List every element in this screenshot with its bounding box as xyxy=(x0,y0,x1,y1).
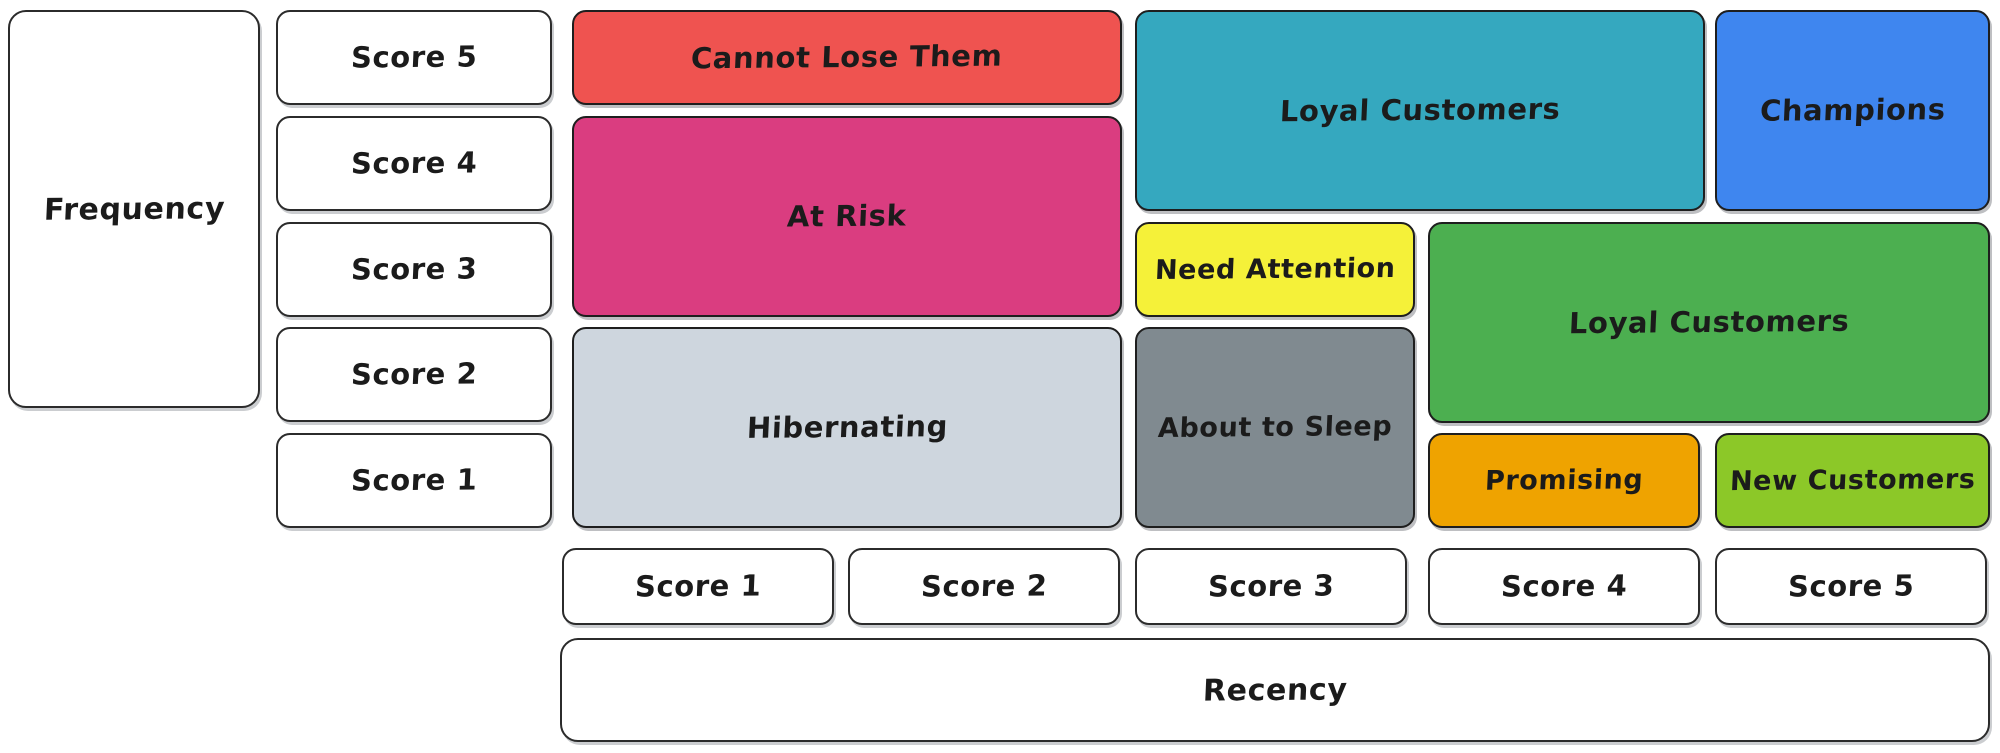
frequency-score-3[interactable]: Score 3 xyxy=(276,222,552,317)
segment-champions[interactable]: Champions xyxy=(1715,10,1990,211)
frequency-score-3-label: Score 3 xyxy=(350,250,479,287)
segment-about-to-sleep-label: About to Sleep xyxy=(1157,410,1393,444)
segment-need-attention[interactable]: Need Attention xyxy=(1135,222,1415,317)
frequency-score-4-label: Score 4 xyxy=(350,144,479,181)
frequency-axis-label: Frequency xyxy=(42,190,226,228)
frequency-score-1-label: Score 1 xyxy=(350,461,479,498)
frequency-axis-label-box: Frequency xyxy=(8,10,260,408)
frequency-score-2-label: Score 2 xyxy=(350,355,479,392)
recency-score-4-label: Score 4 xyxy=(1500,567,1629,604)
segment-at-risk[interactable]: At Risk xyxy=(572,116,1122,317)
segment-loyal-customers-green[interactable]: Loyal Customers xyxy=(1428,222,1990,423)
recency-axis-label-box: Recency xyxy=(560,638,1990,742)
recency-score-5[interactable]: Score 5 xyxy=(1715,548,1987,625)
segment-loyal-customers-teal-label: Loyal Customers xyxy=(1279,91,1562,128)
segment-cannot-lose-them[interactable]: Cannot Lose Them xyxy=(572,10,1122,105)
recency-score-5-label: Score 5 xyxy=(1787,567,1916,604)
recency-score-2-label: Score 2 xyxy=(920,567,1049,604)
segment-new-customers[interactable]: New Customers xyxy=(1715,433,1990,528)
recency-axis-label: Recency xyxy=(1201,671,1349,709)
recency-score-3[interactable]: Score 3 xyxy=(1135,548,1407,625)
segment-about-to-sleep[interactable]: About to Sleep xyxy=(1135,327,1415,528)
segment-hibernating[interactable]: Hibernating xyxy=(572,327,1122,528)
segment-hibernating-label: Hibernating xyxy=(745,408,949,445)
frequency-score-1[interactable]: Score 1 xyxy=(276,433,552,528)
segment-champions-label: Champions xyxy=(1758,91,1947,128)
segment-cannot-lose-them-label: Cannot Lose Them xyxy=(690,38,1004,75)
segment-promising-label: Promising xyxy=(1484,463,1644,497)
frequency-score-5-label: Score 5 xyxy=(350,38,479,75)
frequency-score-2[interactable]: Score 2 xyxy=(276,327,552,422)
recency-score-4[interactable]: Score 4 xyxy=(1428,548,1700,625)
recency-score-1-label: Score 1 xyxy=(634,567,763,604)
frequency-score-4[interactable]: Score 4 xyxy=(276,116,552,211)
recency-score-3-label: Score 3 xyxy=(1207,567,1336,604)
segment-new-customers-label: New Customers xyxy=(1729,463,1976,497)
segment-loyal-customers-green-label: Loyal Customers xyxy=(1568,303,1851,340)
segment-need-attention-label: Need Attention xyxy=(1154,252,1397,286)
segment-at-risk-label: At Risk xyxy=(786,198,908,234)
recency-score-2[interactable]: Score 2 xyxy=(848,548,1120,625)
recency-score-1[interactable]: Score 1 xyxy=(562,548,834,625)
segment-promising[interactable]: Promising xyxy=(1428,433,1700,528)
segment-loyal-customers-teal[interactable]: Loyal Customers xyxy=(1135,10,1705,211)
frequency-score-5[interactable]: Score 5 xyxy=(276,10,552,105)
